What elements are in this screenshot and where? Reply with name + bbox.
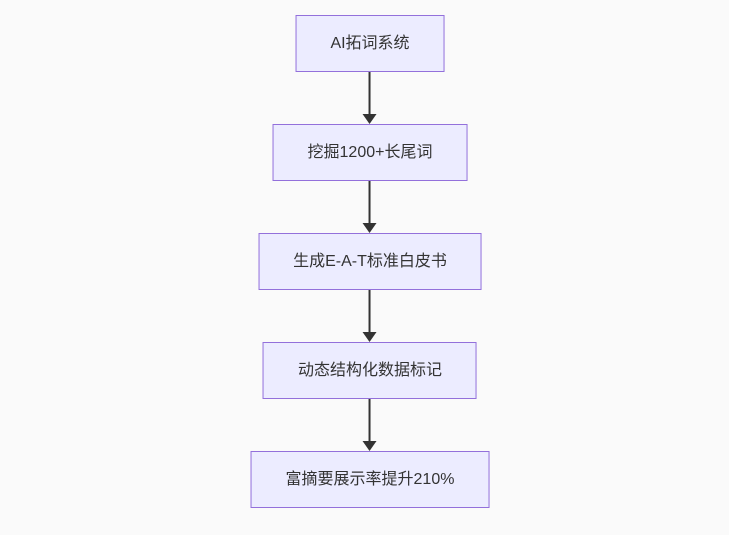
flow-node-label: 挖掘1200+长尾词 xyxy=(307,143,433,161)
flow-node-ai-keyword-system: AI拓词系统 xyxy=(295,15,445,72)
flowchart-column: AI拓词系统 挖掘1200+长尾词 生成E-A-T标准白皮书 动态结构化数据标记 xyxy=(250,15,490,508)
flow-node-eat-whitepaper: 生成E-A-T标准白皮书 xyxy=(258,233,482,290)
arrow-down-icon xyxy=(363,441,377,451)
arrow-down-icon xyxy=(363,332,377,342)
flow-node-label: AI拓词系统 xyxy=(330,34,410,52)
flow-edge-2 xyxy=(363,181,377,233)
arrow-line xyxy=(369,290,371,332)
flow-node-label: 生成E-A-T标准白皮书 xyxy=(293,252,447,270)
flow-edge-4 xyxy=(363,399,377,451)
flow-node-rich-snippet-result: 富摘要展示率提升210% xyxy=(250,451,490,508)
arrow-down-icon xyxy=(363,114,377,124)
flow-edge-1 xyxy=(363,72,377,124)
arrow-line xyxy=(369,399,371,441)
flow-node-label: 富摘要展示率提升210% xyxy=(285,470,455,488)
arrow-down-icon xyxy=(363,223,377,233)
arrow-line xyxy=(369,72,371,114)
flow-node-label: 动态结构化数据标记 xyxy=(297,361,442,379)
flow-edge-3 xyxy=(363,290,377,342)
flow-node-longtail-mining: 挖掘1200+长尾词 xyxy=(272,124,468,181)
arrow-line xyxy=(369,181,371,223)
flow-node-structured-data-markup: 动态结构化数据标记 xyxy=(262,342,477,399)
